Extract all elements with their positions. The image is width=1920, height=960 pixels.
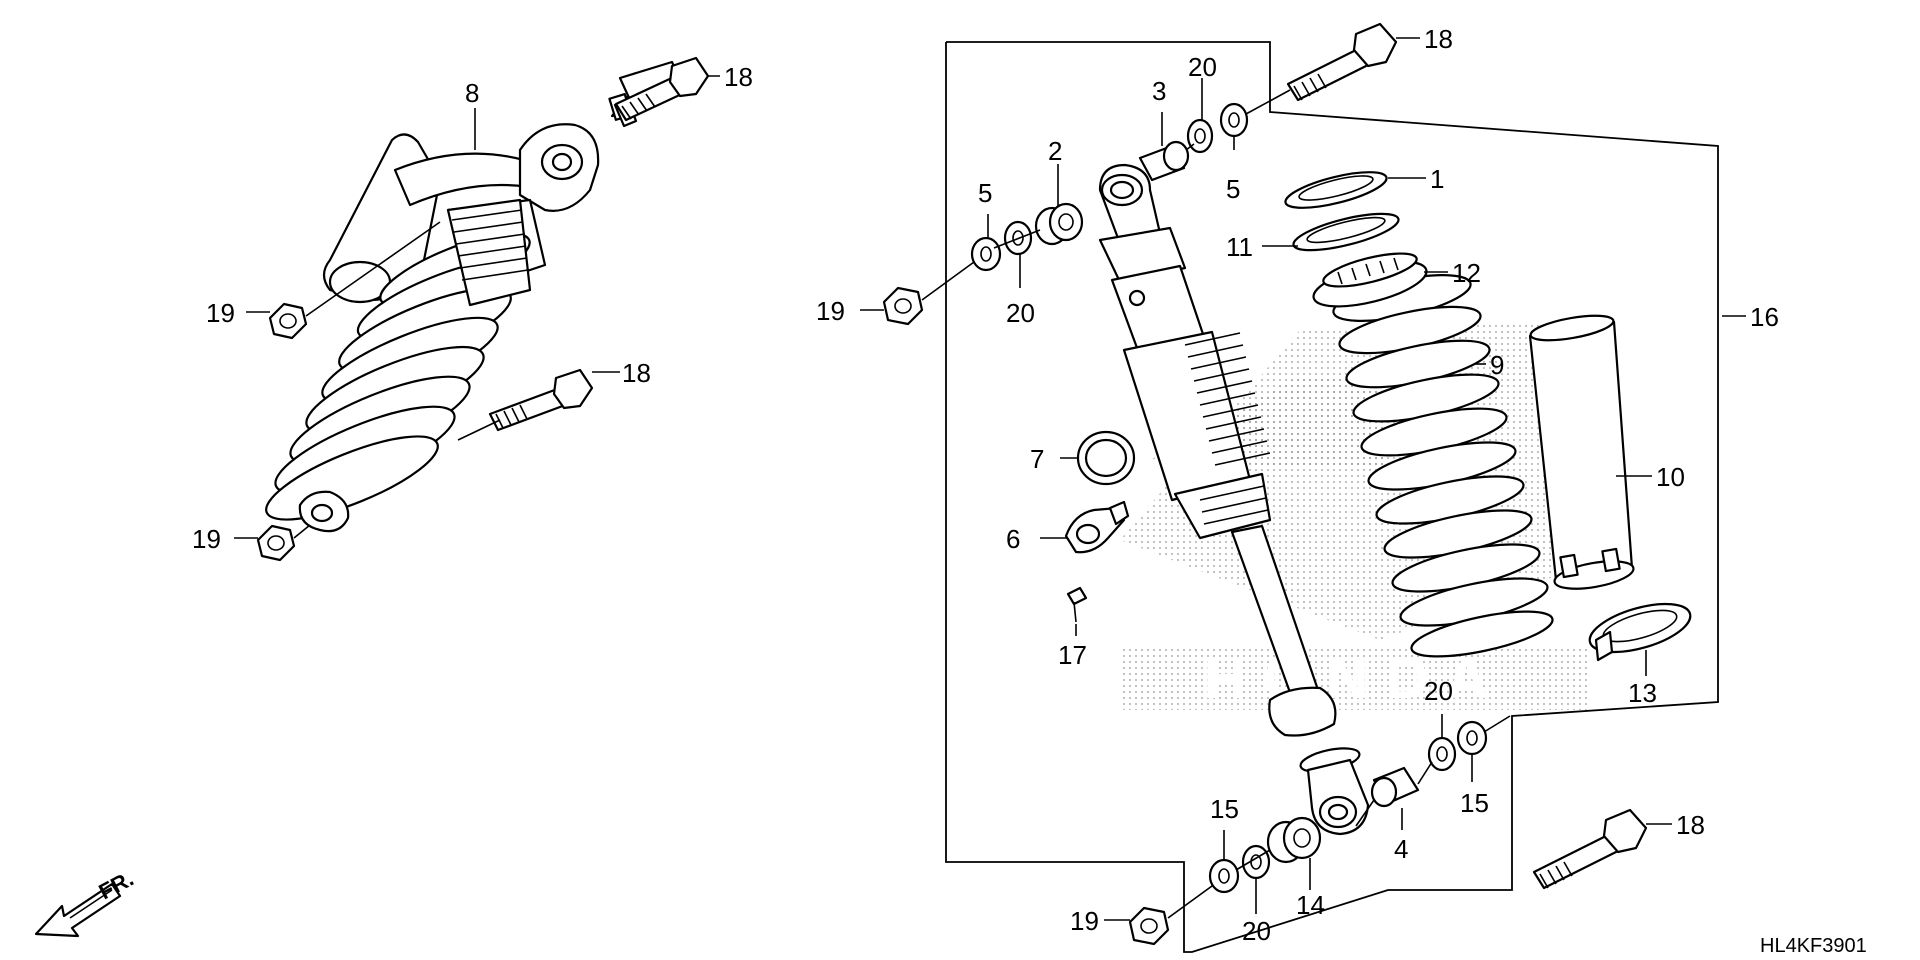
seal-20-bottom-icon [1241,844,1271,880]
lock-nut-1-icon [1284,171,1388,209]
label-8: 8 [465,78,479,108]
label-4: 4 [1394,834,1408,864]
label-13: 13 [1628,678,1657,708]
diagram-code: HL4KF3901 [1760,935,1867,957]
label-7: 7 [1030,444,1044,474]
assembly-16-outline [945,41,1719,953]
label-1: 1 [1430,164,1444,194]
axis-line-top-bolt [1245,89,1291,115]
bolt-18c-icon [1286,22,1420,102]
clamp-6-icon [1064,500,1130,554]
spring-guide-10-icon [1528,314,1635,590]
collar-3-icon [1138,140,1190,182]
front-direction-arrow-icon: FR. [34,866,138,938]
spring-seat-12-icon [1312,252,1428,308]
screw-17-icon [1066,586,1088,623]
label-15b: 15 [1210,794,1239,824]
ring-11-icon [1292,212,1400,252]
label-3: 3 [1152,76,1166,106]
nut-19c-icon [860,261,975,326]
label-11: 11 [1226,232,1253,262]
bolt-18a-shaft [614,56,710,122]
label-18d: 18 [1676,810,1705,840]
label-12: 12 [1452,258,1481,288]
label-6: 6 [1006,524,1020,554]
washer-15-bottom-icon [1208,858,1240,894]
bearing-2-icon [1034,202,1084,246]
nut-19b-icon [234,524,311,562]
seal-20-top-icon [1186,118,1214,154]
leader-lines [987,78,1746,914]
damper-body [1098,163,1370,836]
label-20b: 20 [1006,298,1035,328]
label-17: 17 [1058,640,1087,670]
label-14: 14 [1296,890,1325,920]
label-15a: 15 [1460,788,1489,818]
label-19b: 19 [192,524,221,554]
leader-18b-body [457,419,501,441]
axis-line-lower-left [1235,849,1271,871]
label-2: 2 [1048,136,1062,166]
axis-line-left [993,229,1041,249]
axis-line-lower-bolt [1483,715,1511,733]
axis-line-top [1185,143,1195,151]
label-10: 10 [1656,462,1685,492]
label-19c: 19 [816,296,845,326]
bearing-14-icon [1266,816,1322,864]
nut-19d-icon [1104,885,1213,946]
label-5a: 5 [978,178,992,208]
part-labels: 8 18 18 19 19 2 3 20 18 5 5 20 19 1 11 1… [192,24,1779,946]
stopper-13-icon [1588,602,1692,662]
washer-15-right-icon [1456,720,1488,756]
label-16: 16 [1750,302,1779,332]
axis-line-lower [1355,799,1375,827]
seal-20-right-icon [1427,736,1457,772]
label-18a: 18 [724,62,753,92]
label-20d: 20 [1242,916,1271,946]
collar-4-icon [1370,766,1420,808]
washer-5-left-icon [970,236,1002,272]
washer-5-top-icon [1219,102,1249,138]
label-19d: 19 [1070,906,1099,936]
label-19a: 19 [206,298,235,328]
bolt-18b-icon [488,368,620,432]
coil-spring-9 [1332,274,1554,658]
axis-line-lower-right [1417,761,1433,785]
label-5b: 5 [1226,174,1240,204]
assembled-shock-absorber [265,123,600,533]
nut-19a-icon [246,221,441,340]
o-ring-7-icon [1076,430,1136,486]
label-18c: 18 [1424,24,1453,54]
label-20a: 20 [1188,52,1217,82]
bolt-18d-icon [1532,808,1672,890]
label-20c: 20 [1424,676,1453,706]
label-18b: 18 [622,358,651,388]
label-9: 9 [1490,350,1504,380]
